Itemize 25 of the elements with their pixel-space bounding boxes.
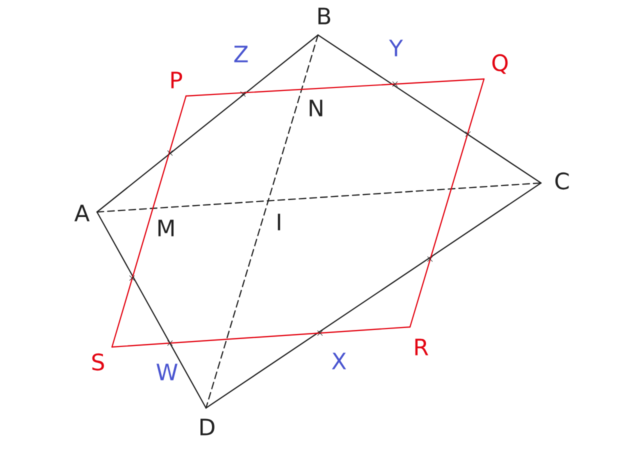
line-segment: [111, 95, 187, 348]
point-label: Y: [389, 40, 403, 56]
line-segment: [205, 182, 542, 409]
line-segment: [111, 326, 411, 348]
line-segment: [96, 182, 542, 213]
line-segment: [96, 34, 319, 213]
line-segment: [96, 211, 207, 409]
line-segment: [317, 34, 542, 184]
point-label: C: [555, 172, 569, 190]
point-label: P: [171, 72, 182, 88]
point-label: M: [158, 220, 174, 236]
line-segment: [205, 34, 319, 409]
point-label: D: [200, 418, 214, 436]
point-label: Q: [492, 54, 508, 74]
line-segment: [409, 78, 485, 328]
line-segment: [185, 78, 485, 97]
point-label: B: [318, 8, 330, 24]
point-label: S: [92, 353, 104, 371]
point-label: A: [74, 204, 90, 222]
point-label: Z: [234, 46, 248, 62]
point-label: I: [278, 214, 280, 230]
point-label: R: [415, 338, 428, 356]
point-label: X: [332, 352, 346, 370]
point-label: W: [156, 364, 178, 380]
point-label: N: [310, 100, 322, 116]
